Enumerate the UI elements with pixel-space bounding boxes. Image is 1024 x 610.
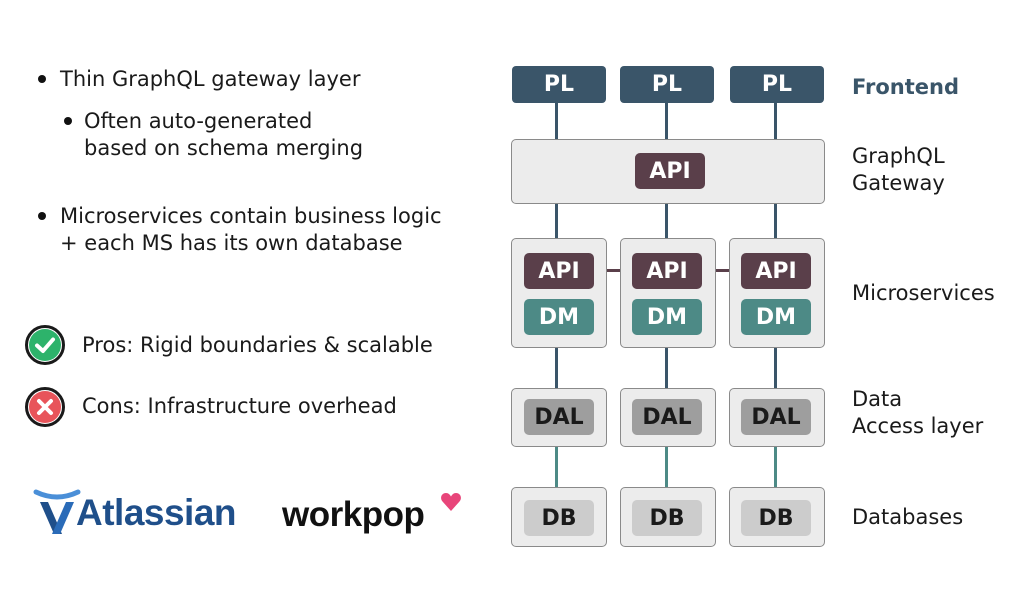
gateway-label-line1: GraphQL (852, 144, 945, 168)
workpop-logo: workpop (282, 493, 472, 545)
sub-bullet-line1: Often auto-generated (84, 109, 313, 133)
frontend-label: Frontend (852, 75, 959, 99)
sub-bullet-line2: based on schema merging (84, 136, 364, 160)
dal-pill: DAL (632, 399, 702, 435)
microservices-label: Microservices (852, 281, 995, 305)
connector-line (555, 102, 558, 140)
ms-dm-box: DM (524, 299, 594, 335)
connector-line (555, 446, 558, 488)
ms-dm-box: DM (632, 299, 702, 335)
bullet-dot (38, 212, 46, 220)
heart-icon (441, 493, 461, 511)
db-pill: DB (741, 500, 811, 536)
api-link-line (594, 269, 630, 272)
pl-box: PL (730, 66, 824, 103)
atlassian-wordmark: Atlassian (76, 492, 237, 533)
connector-line (774, 203, 777, 239)
connector-line (665, 446, 668, 488)
connector-line (665, 203, 668, 239)
check-icon (25, 325, 65, 365)
ms-api-box: API (524, 253, 594, 289)
gateway-api-box: API (635, 153, 705, 189)
api-link-line (703, 269, 739, 272)
cross-icon (25, 387, 65, 427)
connector-line (665, 102, 668, 140)
pl-box: PL (620, 66, 714, 103)
bullet-microservices-line1: Microservices contain business logic (60, 204, 442, 228)
connector-line (555, 203, 558, 239)
connector-line (555, 347, 558, 389)
connector-line (665, 347, 668, 389)
connector-line (774, 102, 777, 140)
pros-text: Pros: Rigid boundaries & scalable (82, 333, 433, 357)
db-pill: DB (632, 500, 702, 536)
pl-box: PL (512, 66, 606, 103)
ms-api-box: API (632, 253, 702, 289)
db-pill: DB (524, 500, 594, 536)
cons-text: Cons: Infrastructure overhead (82, 394, 397, 418)
atlassian-logo: Atlassian (32, 488, 242, 538)
dal-label-line2: Access layer (852, 414, 984, 438)
dal-pill: DAL (741, 399, 811, 435)
bullet-microservices-line2: + each MS has its own database (60, 231, 403, 255)
ms-api-box: API (741, 253, 811, 289)
bullet-gateway: Thin GraphQL gateway layer (60, 67, 361, 91)
atlassian-mark-icon (33, 489, 81, 534)
workpop-wordmark: workpop (282, 495, 425, 534)
gateway-label-line2: Gateway (852, 171, 945, 195)
connector-line (774, 347, 777, 389)
ms-dm-box: DM (741, 299, 811, 335)
bullet-dot (64, 117, 72, 125)
dal-pill: DAL (524, 399, 594, 435)
connector-line (774, 446, 777, 488)
bullet-dot (38, 75, 46, 83)
databases-label: Databases (852, 505, 964, 529)
dal-label-line1: Data (852, 387, 903, 411)
